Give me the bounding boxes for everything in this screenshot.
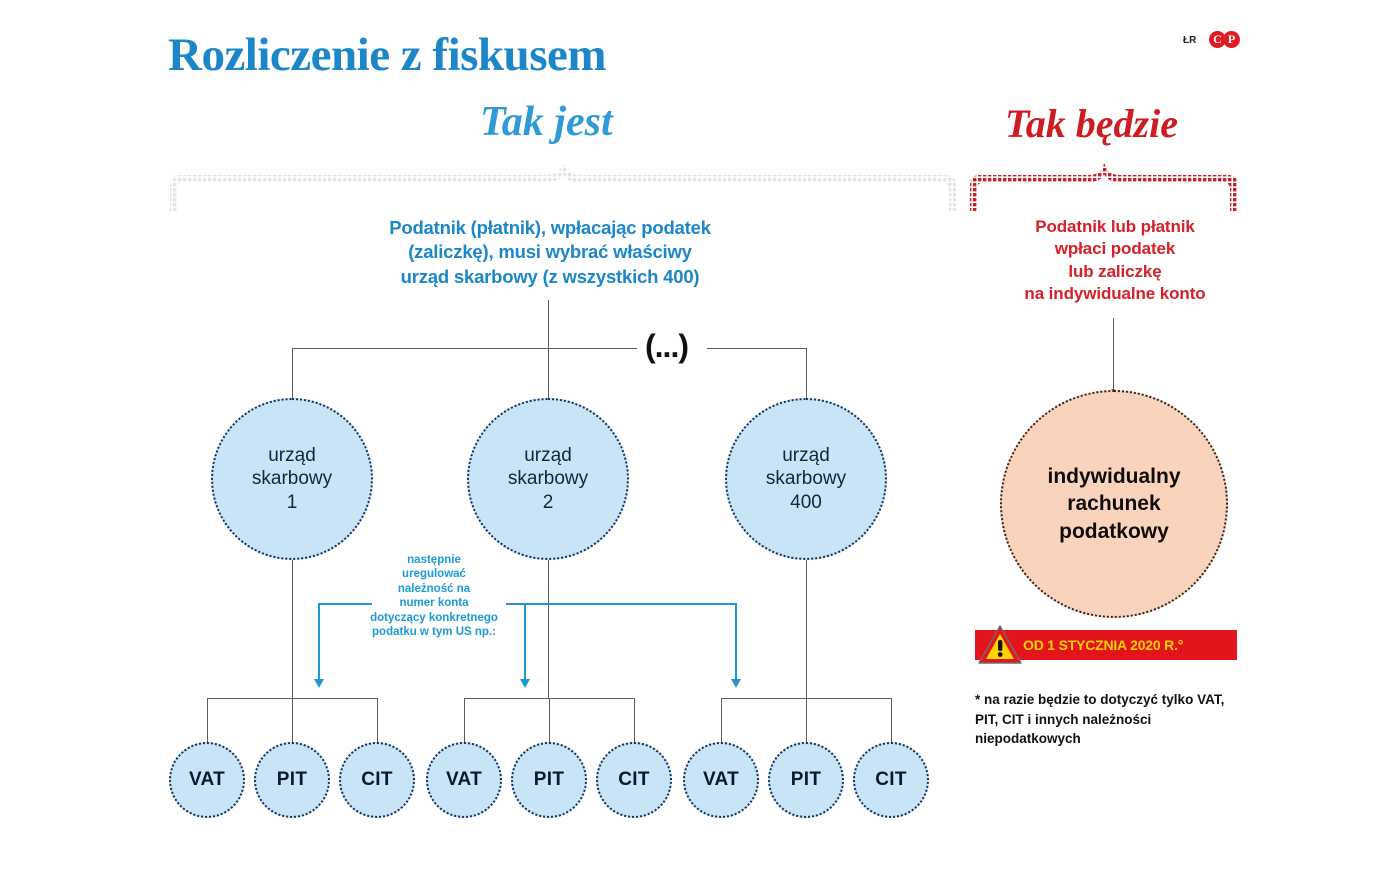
annotation-arrow-head-1 — [314, 679, 324, 688]
tax-type-circle-pit-1: PIT — [254, 742, 330, 818]
connector-intro-stem — [548, 300, 549, 349]
flow-annotation-text: następnie uregulować należność na numer … — [370, 554, 498, 638]
effective-date-banner: OD 1 STYCZNIA 2020 R.° — [975, 630, 1237, 660]
right-column-subtitle: Tak będzie — [1005, 101, 1178, 146]
fanout-drop-1-1 — [207, 698, 208, 748]
connector-distribution-bar-right — [707, 348, 806, 349]
logo-circle-p-icon: P — [1223, 31, 1240, 48]
tax-type-circle-cit-3: CIT — [853, 742, 929, 818]
tax-type-circle-cit-2: CIT — [596, 742, 672, 818]
fanout-drop-2-1 — [464, 698, 465, 748]
left-column-subtitle: Tak jest — [480, 99, 613, 145]
fanout-drop-1-3 — [377, 698, 378, 748]
tax-type-circle-vat-3: VAT — [683, 742, 759, 818]
tax-type-circle-pit-3: PIT — [768, 742, 844, 818]
annotation-arrow-stem-3 — [735, 603, 737, 681]
connector-drop-office-1 — [292, 348, 293, 410]
connector-office-1-stem — [292, 560, 293, 698]
connector-distribution-bar-left — [292, 348, 637, 349]
fanout-drop-1-2 — [292, 698, 293, 748]
connector-office-2-stem — [548, 560, 549, 698]
footnote-text: * na razie będzie to dotyczyć tylko VAT,… — [975, 692, 1225, 747]
tax-type-circle-vat-2: VAT — [426, 742, 502, 818]
tax-type-circle-cit-1: CIT — [339, 742, 415, 818]
logo-circle-c-icon: C — [1209, 31, 1226, 48]
fanout-drop-3-2 — [806, 698, 807, 748]
ellipsis-marker: (...) — [645, 328, 689, 364]
fanout-drop-2-3 — [634, 698, 635, 748]
fanout-drop-2-2 — [549, 698, 550, 748]
fanout-drop-3-1 — [721, 698, 722, 748]
annotation-line-left — [318, 603, 372, 605]
right-brace-decoration — [970, 163, 1238, 211]
tax-office-circle-3: urząd skarbowy 400 — [725, 398, 887, 560]
tax-type-circle-vat-1: VAT — [169, 742, 245, 818]
connector-right-stem — [1113, 318, 1114, 392]
warning-triangle-icon — [978, 625, 1022, 664]
individual-tax-account-circle: indywidualny rachunek podatkowy — [1000, 390, 1228, 618]
effective-date-label: OD 1 STYCZNIA 2020 R.° — [1023, 637, 1184, 653]
author-credit: ŁR — [1183, 35, 1197, 46]
tax-office-circle-1: urząd skarbowy 1 — [211, 398, 373, 560]
tax-type-circle-pit-2: PIT — [511, 742, 587, 818]
page-title: Rozliczenie z fiskusem — [168, 29, 607, 81]
connector-drop-office-3 — [806, 348, 807, 410]
connector-drop-office-2 — [548, 348, 549, 410]
annotation-arrow-stem-2 — [524, 603, 526, 681]
left-intro-text: Podatnik (płatnik), wpłacając podatek (z… — [389, 217, 711, 287]
left-brace-decoration — [170, 163, 956, 211]
fanout-drop-3-3 — [891, 698, 892, 748]
annotation-arrow-stem-1 — [318, 603, 320, 681]
connector-office-3-stem — [806, 560, 807, 698]
annotation-line-right — [506, 603, 737, 605]
annotation-arrow-head-2 — [520, 679, 530, 688]
annotation-arrow-head-3 — [731, 679, 741, 688]
right-intro-text: Podatnik lub płatnik wpłaci podatek lub … — [1024, 217, 1206, 304]
tax-office-circle-2: urząd skarbowy 2 — [467, 398, 629, 560]
publisher-logo: C P — [1209, 31, 1240, 48]
